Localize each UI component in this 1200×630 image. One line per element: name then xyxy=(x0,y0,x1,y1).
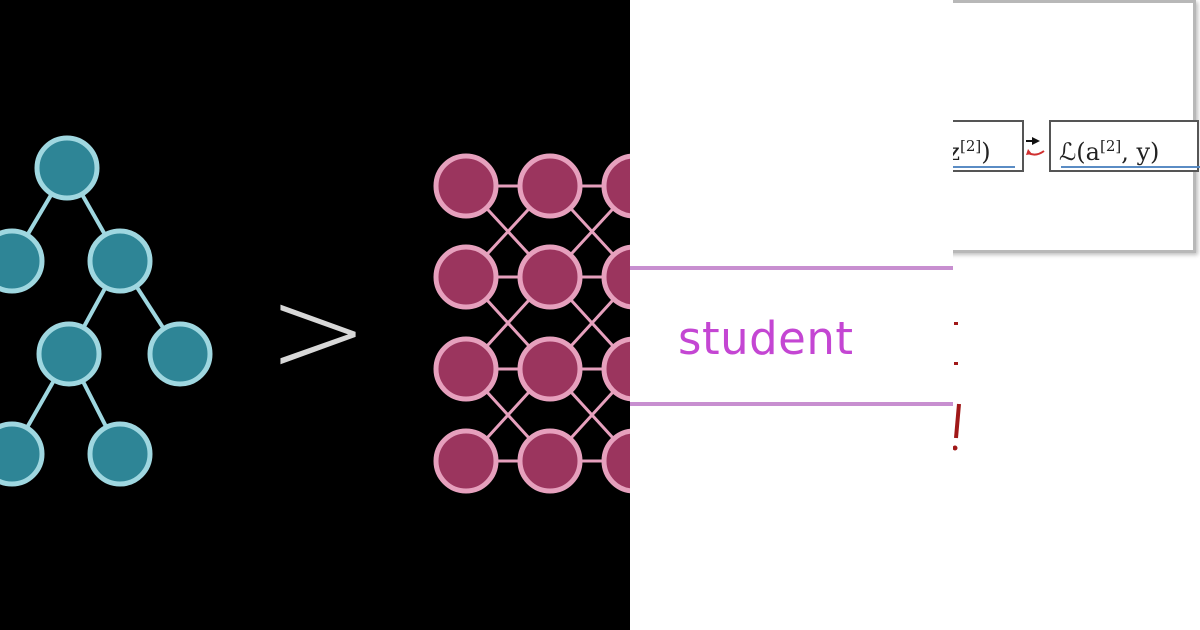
tree-node xyxy=(87,421,153,487)
tree-node xyxy=(34,135,100,201)
tree-nodes xyxy=(0,135,213,487)
tree-node xyxy=(87,228,153,294)
tree-vs-network-diagram: > xyxy=(0,135,630,494)
tree-vs-network-panel: > xyxy=(0,0,630,630)
network-node xyxy=(433,428,499,494)
network-node xyxy=(601,153,630,219)
student-panel: student xyxy=(630,0,953,630)
network-nodes xyxy=(433,153,630,494)
network-edges xyxy=(464,184,630,463)
network-node xyxy=(433,244,499,310)
activation-text: (z xyxy=(953,138,960,166)
loss-close: , y) xyxy=(1121,138,1160,166)
arrow-icon xyxy=(1026,137,1045,156)
math-frame: (z[2]) ℒ(a[2], y) xyxy=(953,0,1199,253)
greater-than-symbol: > xyxy=(268,262,369,401)
network-node xyxy=(433,153,499,219)
network-node xyxy=(433,336,499,402)
activation-close: ) xyxy=(981,138,991,166)
red-annotation-marks xyxy=(953,322,961,451)
tree-edges xyxy=(10,166,182,455)
tree-node xyxy=(0,228,45,294)
loss-superscript: [2] xyxy=(1099,137,1122,155)
loss-text: ℒ(a xyxy=(1059,138,1100,166)
network-node xyxy=(517,428,583,494)
activation-underline xyxy=(953,166,1015,168)
activation-box: (z[2]) xyxy=(953,120,1024,172)
loss-box: ℒ(a[2], y) xyxy=(1049,120,1199,172)
activation-superscript: [2] xyxy=(960,137,982,155)
math-panel: (z[2]) ℒ(a[2], y) xyxy=(953,0,1200,630)
network-node xyxy=(601,428,630,494)
tree-node xyxy=(0,421,45,487)
tree-node xyxy=(147,321,213,387)
network-node xyxy=(517,244,583,310)
student-label: student xyxy=(678,312,854,365)
tree-node xyxy=(36,321,102,387)
loss-underline xyxy=(1061,166,1200,168)
network-node xyxy=(601,336,630,402)
network-node xyxy=(517,336,583,402)
student-box xyxy=(630,266,953,406)
network-node xyxy=(601,244,630,310)
network-node xyxy=(517,153,583,219)
